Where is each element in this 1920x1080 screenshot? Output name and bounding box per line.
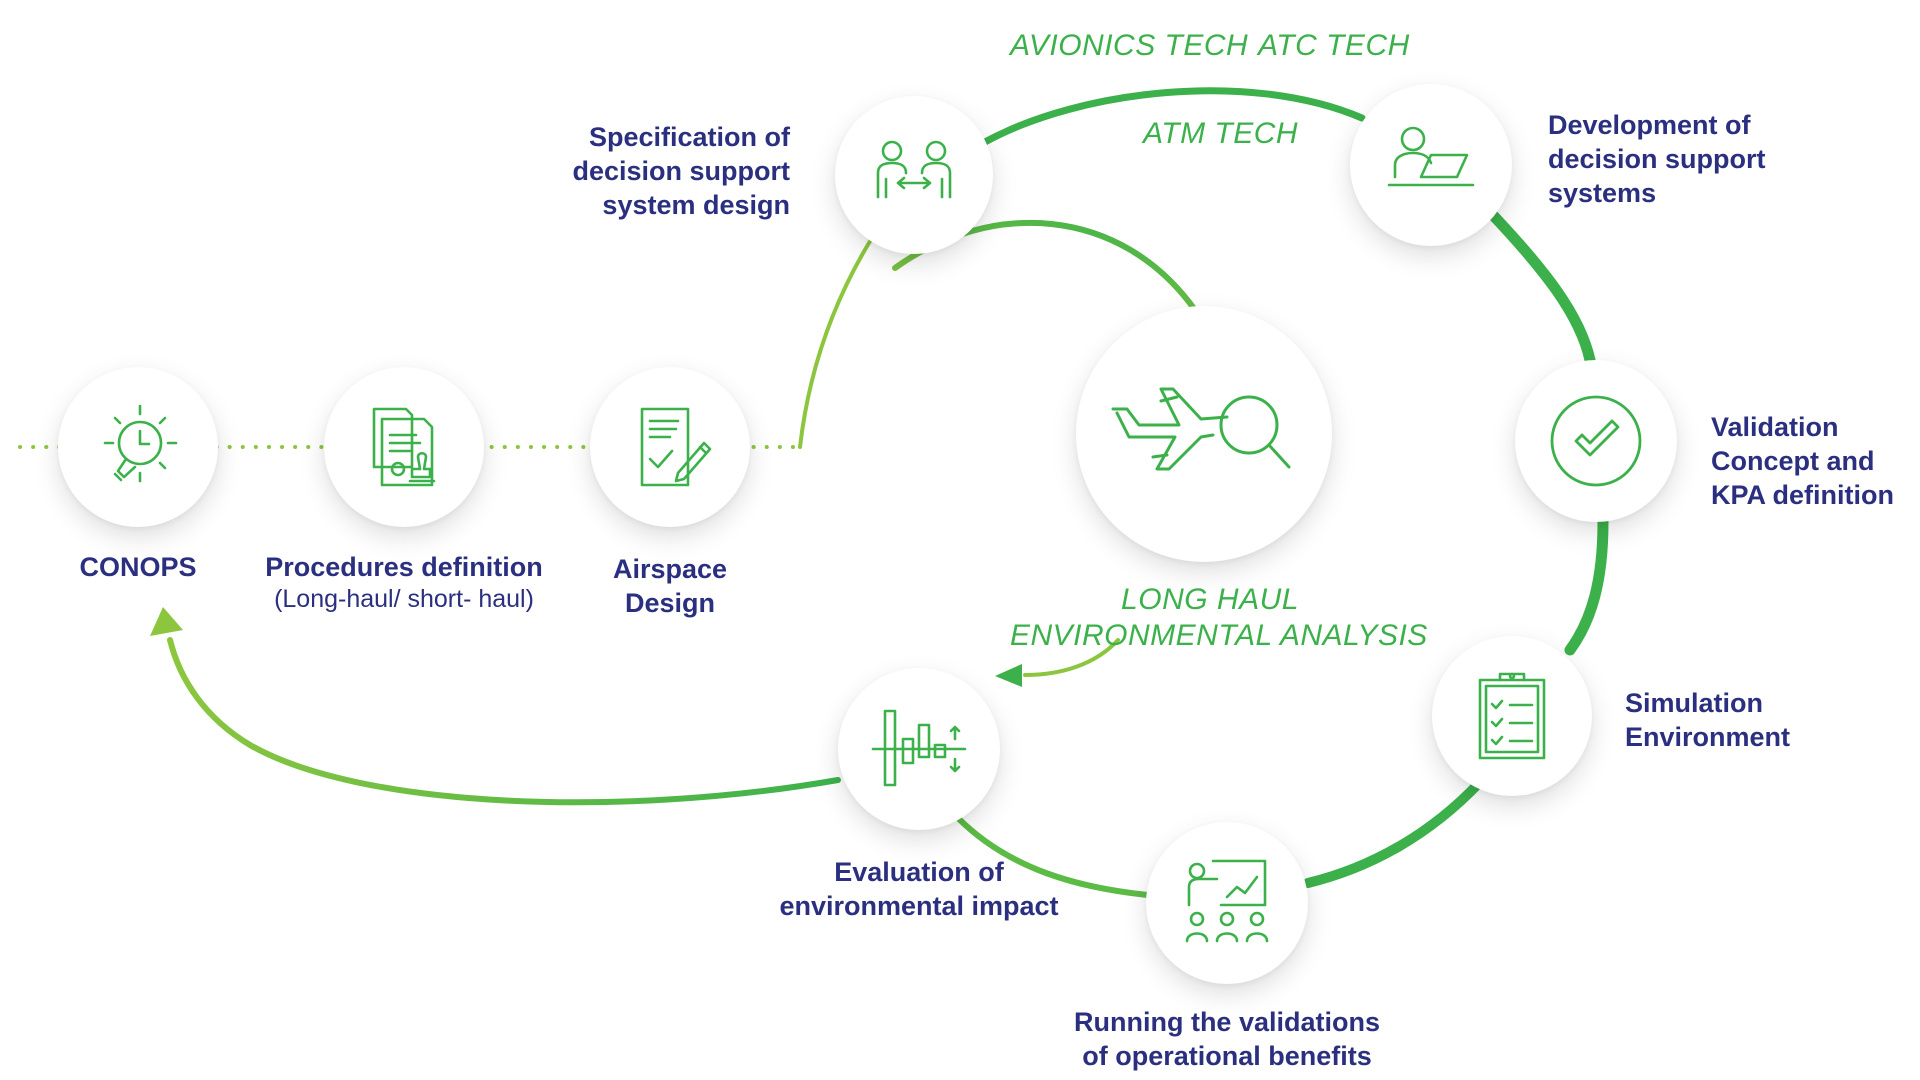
inner-spiral-arrow-curve <box>1023 638 1120 677</box>
conops-node[interactable] <box>58 367 218 527</box>
atm-tech-tag: ATM TECH <box>1143 117 1299 150</box>
atc-tech-tag: ATC TECH <box>1258 29 1410 62</box>
check-circle-icon <box>1550 395 1642 487</box>
simulation-label: Simulation Environment <box>1625 686 1845 754</box>
validation-label: Validation Concept and KPA definition <box>1711 410 1911 512</box>
running-line-2: of operational benefits <box>1082 1041 1372 1071</box>
specification-label: Specification of decision support system… <box>530 120 790 222</box>
development-line-3: systems <box>1548 178 1657 208</box>
specification-line-3: system design <box>602 190 790 220</box>
airspace-label: Airspace Design <box>590 552 750 620</box>
bar-chart-arrows-icon <box>871 709 967 787</box>
people-exchange-icon <box>876 140 952 199</box>
long-haul-tag: LONG HAUL ENVIRONMENTAL ANALYSIS <box>1010 582 1428 654</box>
development-node[interactable] <box>1350 84 1512 246</box>
validation-node[interactable] <box>1515 360 1677 522</box>
evaluation-node[interactable] <box>838 668 1000 830</box>
long-haul-line-1: LONG HAUL <box>1121 583 1299 616</box>
outer-loop-right <box>1484 206 1596 366</box>
outer-loop-bottom <box>955 815 1151 898</box>
outer-loop-right-lower <box>1564 516 1609 656</box>
lightbulb-clock-icon <box>103 404 178 483</box>
center-analysis-node[interactable] <box>1076 306 1332 562</box>
procedures-subtitle: (Long-haul/ short- haul) <box>274 585 534 613</box>
conops-label: CONOPS <box>78 550 198 584</box>
running-label: Running the validations of operational b… <box>1067 1005 1387 1073</box>
documents-stamp-icon <box>372 407 436 487</box>
specification-node[interactable] <box>835 96 993 254</box>
development-label: Development of decision support systems <box>1548 108 1808 210</box>
validation-line-2: Concept and <box>1711 446 1875 476</box>
procedures-node[interactable] <box>324 367 484 527</box>
simulation-line-1: Simulation <box>1625 688 1764 718</box>
airspace-line-1: Airspace <box>612 554 728 584</box>
simulation-line-2: Environment <box>1625 722 1791 752</box>
procedures-title: Procedures definition <box>265 552 543 582</box>
running-line-1: Running the validations <box>1073 1007 1380 1037</box>
simulation-node[interactable] <box>1432 636 1592 796</box>
evaluation-label: Evaluation of environmental impact <box>759 855 1079 923</box>
clipboard-checklist-icon <box>1478 672 1546 760</box>
conops-title: CONOPS <box>79 552 197 582</box>
return-arrowhead <box>150 607 183 636</box>
document-pen-icon <box>640 407 712 487</box>
airspace-line-2: Design <box>624 588 716 618</box>
development-line-1: Development of <box>1548 110 1751 140</box>
avionics-tech-tag: AVIONICS TECH <box>1010 29 1249 62</box>
outer-loop-top <box>981 87 1366 146</box>
evaluation-line-2: environmental impact <box>779 891 1059 921</box>
specification-line-1: Specification of <box>588 122 790 152</box>
person-laptop-icon <box>1387 126 1475 187</box>
airspace-node[interactable] <box>590 367 750 527</box>
development-line-2: decision support <box>1548 144 1766 174</box>
outer-loop-bottom-right <box>1303 777 1485 888</box>
procedures-label: Procedures definition (Long-haul/ short-… <box>254 550 554 614</box>
inner-arrowhead <box>995 664 1022 687</box>
presentation-audience-icon <box>1185 859 1269 943</box>
airplane-magnifier-icon <box>1111 387 1291 471</box>
specification-line-2: decision support <box>572 156 790 186</box>
validation-line-1: Validation <box>1711 412 1839 442</box>
evaluation-line-1: Evaluation of <box>834 857 1004 887</box>
outer-loop-left <box>798 236 874 449</box>
validation-line-3: KPA definition <box>1711 480 1894 510</box>
long-haul-line-2: ENVIRONMENTAL ANALYSIS <box>1010 619 1428 652</box>
return-arrow-curve <box>167 637 841 806</box>
running-node[interactable] <box>1146 822 1308 984</box>
